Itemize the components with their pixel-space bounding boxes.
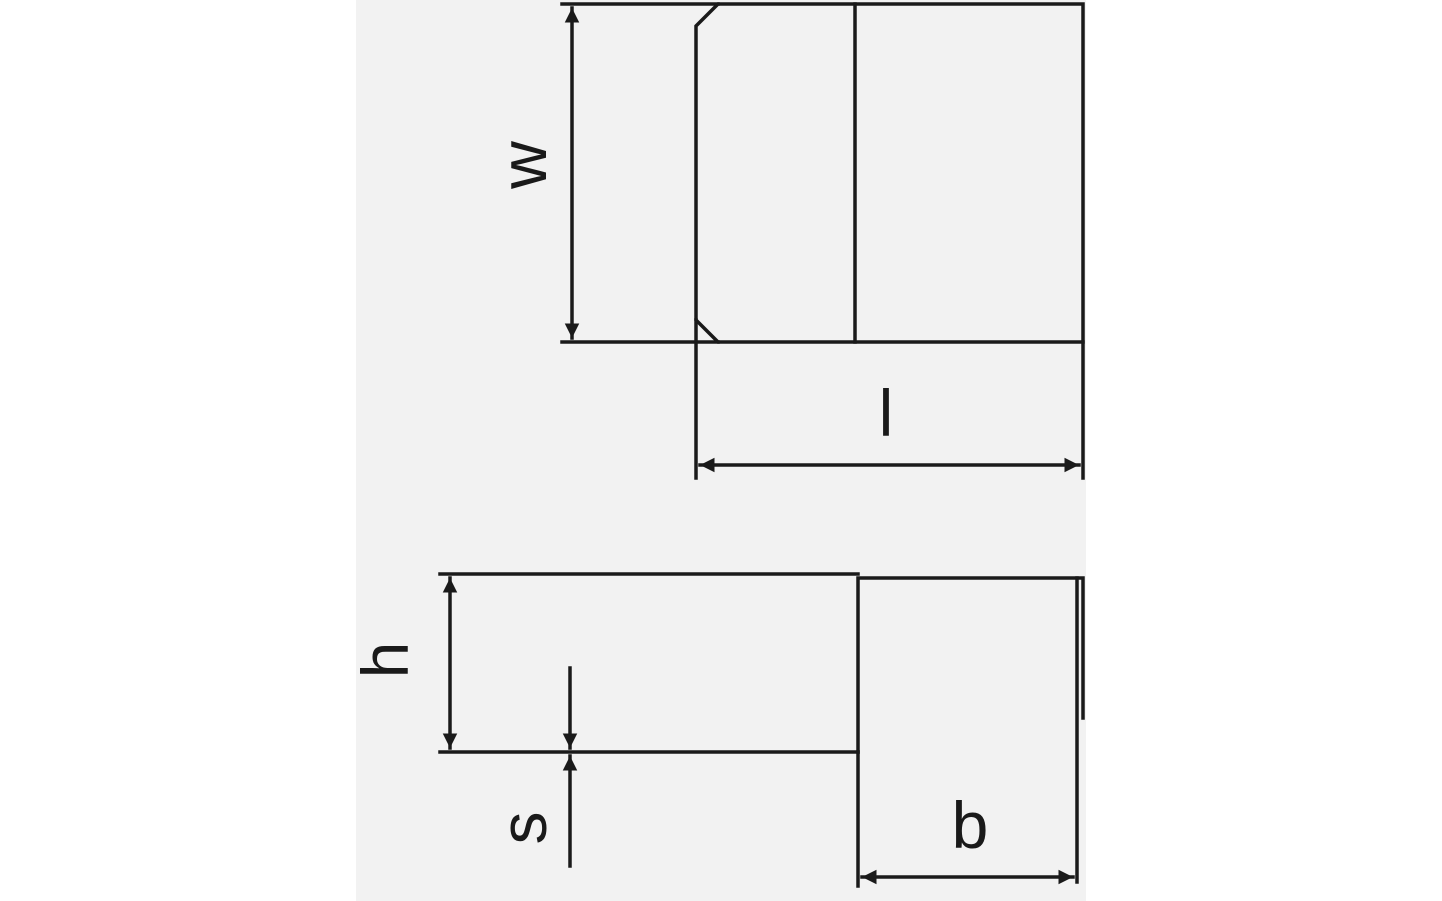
- tip-outline: [856, 576, 1085, 754]
- label-s: s: [486, 812, 560, 845]
- label-l: l: [879, 376, 894, 450]
- drawing-panel: [356, 0, 1086, 901]
- label-b: b: [952, 788, 989, 862]
- top-view: [560, 2, 1085, 480]
- side-view: [438, 572, 1085, 888]
- label-w: w: [486, 141, 560, 190]
- label-h: h: [348, 642, 422, 679]
